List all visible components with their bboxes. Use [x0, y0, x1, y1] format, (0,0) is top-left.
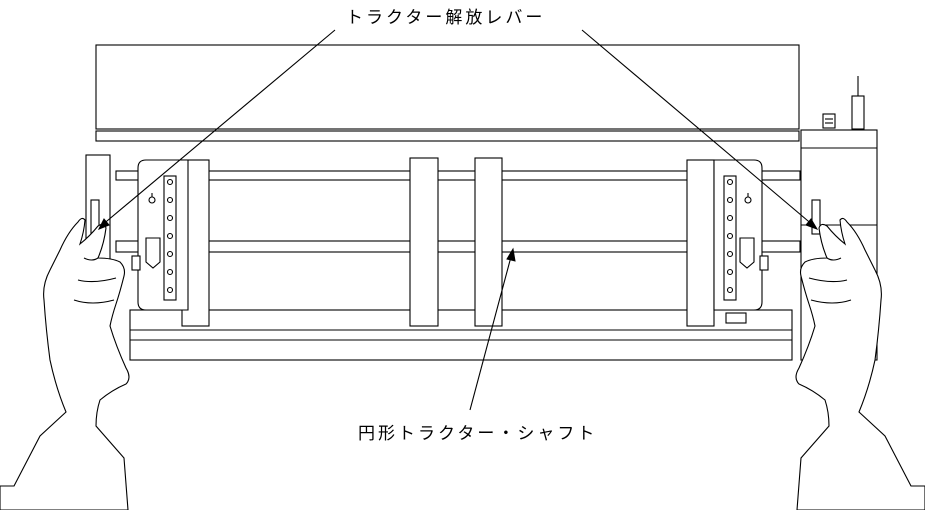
arrowhead-right — [805, 218, 819, 230]
indicator-icon — [822, 113, 836, 129]
round-tractor-shaft-label: 円形トラクター・シャフト — [358, 424, 598, 444]
paper-support-center-1 — [409, 157, 439, 327]
left-hand — [0, 217, 130, 510]
tractor-release-lever-label: トラクター解放レバー — [346, 8, 546, 28]
paper-support-right — [686, 159, 715, 327]
front-plate — [129, 309, 793, 361]
round-tractor-shaft — [115, 240, 801, 253]
tractor-shaft-callout — [469, 247, 516, 411]
printer-top-cover — [95, 44, 800, 142]
paper-support-center-2 — [474, 157, 503, 327]
arrowhead-shaft — [506, 247, 516, 262]
left-tractor-unit — [131, 159, 189, 311]
right-tractor-unit — [713, 159, 769, 324]
right-hand — [795, 217, 925, 510]
release-lever-callout-right — [581, 29, 819, 230]
right-release-lever — [811, 199, 821, 235]
release-lever-callout-left — [97, 29, 336, 230]
arrowhead-left — [97, 218, 110, 230]
upper-tractor-shaft — [115, 170, 801, 181]
